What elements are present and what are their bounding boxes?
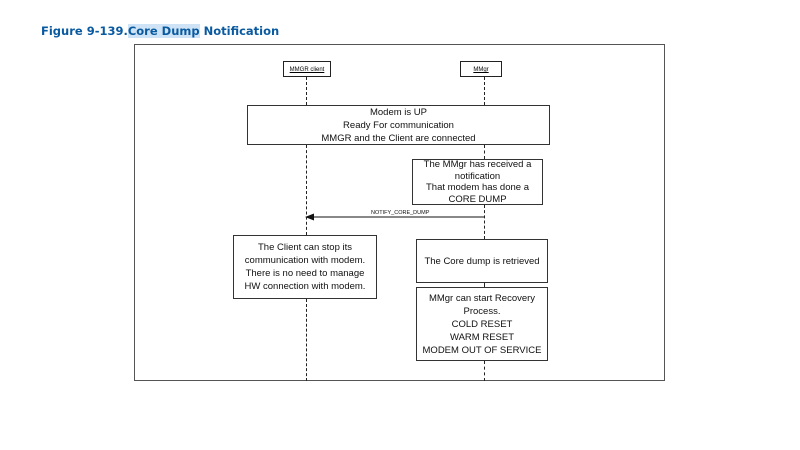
note-line: Process. bbox=[463, 305, 501, 317]
lifeline-mmgr bbox=[484, 145, 485, 159]
note-line: COLD RESET bbox=[451, 318, 513, 330]
note-core-dump-retrieved: The Core dump is retrieved bbox=[416, 239, 548, 283]
note-line: CORE DUMP bbox=[448, 193, 507, 205]
note-client-stop: The Client can stop its communication wi… bbox=[233, 235, 377, 299]
message-label: NOTIFY_CORE_DUMP bbox=[371, 210, 430, 216]
figure-caption: Figure 9-139.Core Dump Notification bbox=[41, 24, 279, 38]
note-modem-up: Modem is UP Ready For communication MMGR… bbox=[247, 105, 550, 145]
note-line: notification bbox=[454, 170, 501, 182]
sequence-diagram: MMGR client MMgr Modem is UP Ready For c… bbox=[134, 44, 665, 381]
actor-mmgr: MMgr bbox=[460, 61, 502, 77]
note-line: communication with modem. bbox=[244, 255, 366, 266]
lifeline-mmgr bbox=[484, 77, 485, 105]
note-line: The Core dump is retrieved bbox=[424, 255, 540, 267]
lifeline-mmgr bbox=[484, 283, 485, 287]
caption-suffix: Notification bbox=[199, 24, 280, 38]
lifeline-mmgr bbox=[484, 361, 485, 381]
note-received-notification: The MMgr has received a notification Tha… bbox=[412, 159, 543, 205]
lifeline-client bbox=[306, 145, 307, 235]
note-line: MMgr can start Recovery bbox=[428, 292, 536, 304]
note-line: HW connection with modem. bbox=[244, 281, 366, 292]
note-line: MMGR and the Client are connected bbox=[321, 132, 476, 144]
note-line: That modem has done a bbox=[426, 182, 529, 193]
note-line: The Client can stop its bbox=[258, 242, 352, 253]
notify-core-dump-arrow bbox=[305, 213, 484, 221]
lifeline-mmgr bbox=[484, 205, 485, 239]
note-line: The MMgr has received a bbox=[423, 159, 532, 170]
caption-highlight: Core Dump bbox=[127, 24, 200, 38]
actor-mmgr-client: MMGR client bbox=[283, 61, 331, 77]
note-line: There is no need to manage bbox=[245, 268, 365, 279]
lifeline-client bbox=[306, 77, 307, 105]
note-line: Modem is UP bbox=[369, 106, 427, 118]
caption-prefix: Figure 9-139. bbox=[41, 24, 128, 38]
note-line: MODEM OUT OF SERVICE bbox=[422, 344, 542, 356]
note-recovery-process: MMgr can start Recovery Process. COLD RE… bbox=[416, 287, 548, 361]
lifeline-client bbox=[306, 299, 307, 381]
note-line: Ready For communication bbox=[343, 119, 454, 131]
note-line: WARM RESET bbox=[449, 331, 515, 343]
